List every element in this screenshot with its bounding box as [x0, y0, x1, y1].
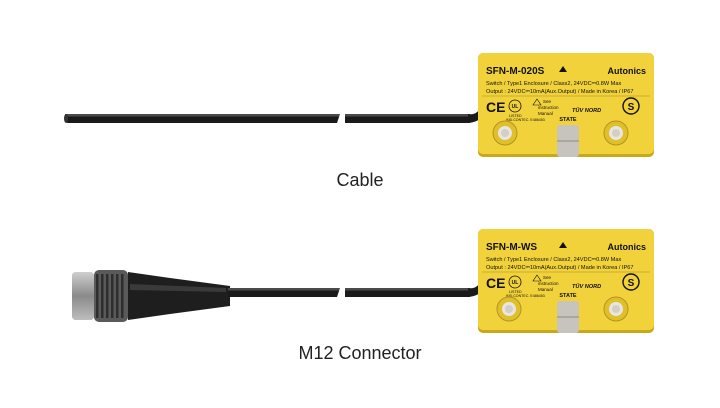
mounting-hole-left: [492, 120, 518, 146]
sensor-body: SFN-M-020S Autonics Switch / Type1 Enclo…: [478, 53, 654, 157]
see-text-1: See: [543, 275, 552, 280]
ul-listed: LISTED: [509, 290, 522, 294]
see-text-3: Manual: [538, 287, 553, 292]
cable: [64, 92, 490, 123]
m12-sensor-illustration: SFN-M-WS Autonics Switch / Type1 Enclosu…: [72, 229, 654, 333]
s-mark-icon: [622, 97, 640, 115]
mounting-hole-right: [603, 120, 629, 146]
tuv-mark: TÜV NORD: [572, 107, 601, 114]
s-mark-icon: [622, 273, 640, 291]
ul-logo-icon: [508, 99, 522, 113]
ind-text: IND.CONTEC. E486453: [506, 294, 545, 298]
s-mark: S: [628, 102, 635, 113]
ce-mark: CE: [486, 99, 505, 115]
ul-mark: UL: [512, 104, 519, 110]
triangle-icon: [559, 66, 567, 72]
cable-sensor-illustration: SFN-M-020S Autonics Switch / Type1 Enclo…: [64, 53, 654, 157]
tuv-mark: TÜV NORD: [572, 283, 601, 290]
product-cable: SFN-M-020S Autonics Switch / Type1 Enclo…: [0, 0, 720, 200]
product-m12-connector: SFN-M-WS Autonics Switch / Type1 Enclosu…: [0, 200, 720, 408]
see-text-2: instruction: [538, 281, 559, 286]
ul-listed: LISTED: [509, 114, 522, 118]
see-text-1: See: [543, 99, 552, 104]
caption-cable: Cable: [336, 170, 384, 190]
see-text-2: instruction: [538, 105, 559, 110]
mounting-hole-right: [603, 296, 629, 322]
model-label: SFN-M-WS: [486, 242, 537, 253]
spec-line-2: Output : 24VDC⎓10mA(Aux.Output) / Made i…: [486, 265, 634, 271]
brand-label: Autonics: [607, 242, 646, 252]
warning-icon: [532, 98, 542, 106]
mounting-hole-left: [496, 296, 522, 322]
ind-text: IND.CONTEC. E486453: [506, 118, 545, 122]
state-label: STATE: [559, 117, 577, 123]
model-label: SFN-M-020S: [486, 66, 545, 77]
state-label: STATE: [559, 293, 577, 299]
triangle-icon: [559, 242, 567, 248]
ul-mark: UL: [512, 280, 519, 286]
spec-line-1: Switch / Type1 Enclosure / Class2, 24VDC…: [486, 81, 621, 87]
spec-line-2: Output : 24VDC⎓10mA(Aux.Output) / Made i…: [486, 89, 634, 95]
see-text-3: Manual: [538, 111, 553, 116]
ce-mark: CE: [486, 275, 505, 291]
m12-connector-plug: [72, 270, 230, 322]
ul-logo-icon: [508, 275, 522, 289]
brand-label: Autonics: [607, 66, 646, 76]
sensor-body: SFN-M-WS Autonics Switch / Type1 Enclosu…: [478, 229, 654, 333]
spec-line-1: Switch / Type1 Enclosure / Class2, 24VDC…: [486, 257, 621, 263]
s-mark: S: [628, 278, 635, 289]
warning-icon: [532, 274, 542, 282]
cable: [228, 266, 490, 297]
caption-m12-connector: M12 Connector: [298, 343, 422, 363]
